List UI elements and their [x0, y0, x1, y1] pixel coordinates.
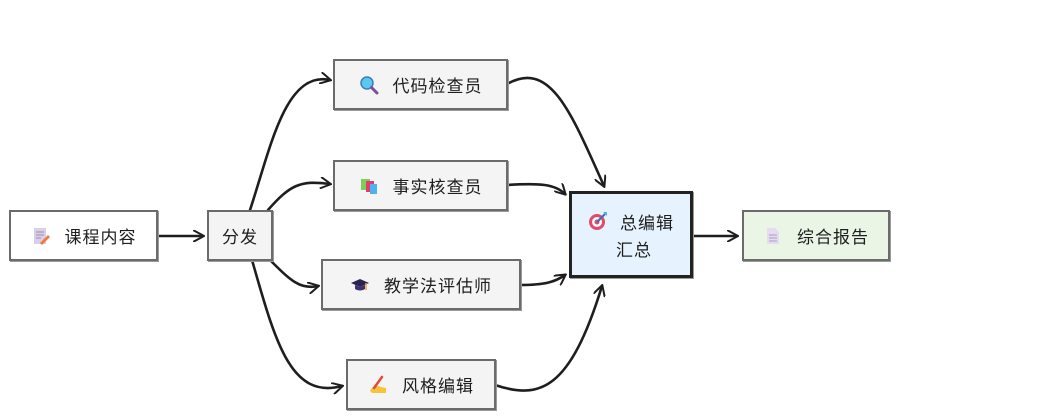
- document-icon: [763, 226, 783, 246]
- edge-style-chief: [493, 286, 602, 392]
- node-style-editor[interactable]: 风格编辑: [346, 359, 496, 410]
- writing-hand-icon: [368, 375, 388, 395]
- edge-code-chief: [505, 76, 604, 186]
- chief-line-1: 总编辑: [588, 209, 674, 234]
- node-pedagogy-evaluator[interactable]: 教学法评估师: [321, 259, 521, 310]
- node-label: 综合报告: [797, 228, 869, 248]
- node-label-line1: 总编辑: [620, 213, 674, 234]
- node-label: 分发: [222, 228, 258, 248]
- node-course-content[interactable]: 课程内容: [9, 210, 158, 261]
- edge-dispatch-pedagogy: [268, 258, 318, 287]
- node-label: 事实核查员: [392, 178, 483, 198]
- magnifier-icon: [359, 75, 379, 95]
- node-combined-report[interactable]: 综合报告: [742, 210, 890, 261]
- memo-icon: [31, 226, 51, 246]
- edge-pedagogy-chief: [518, 275, 565, 287]
- edge-dispatch-fact: [266, 183, 330, 212]
- node-label: 风格编辑: [402, 377, 474, 397]
- node-dispatch[interactable]: 分发: [207, 210, 273, 261]
- books-icon: [359, 176, 379, 196]
- node-code-reviewer[interactable]: 代码检查员: [333, 59, 508, 110]
- node-label: 代码检查员: [392, 77, 483, 97]
- node-fact-checker[interactable]: 事实核查员: [333, 160, 508, 211]
- node-chief-editor[interactable]: 总编辑 汇总: [569, 191, 693, 278]
- edge-fact-chief: [505, 184, 565, 194]
- graduation-cap-icon: [350, 275, 370, 295]
- edge-dispatch-style: [250, 258, 342, 388]
- target-icon: [588, 211, 608, 231]
- node-label-line2: 汇总: [616, 240, 652, 261]
- node-label: 教学法评估师: [384, 277, 492, 297]
- edge-dispatch-code: [248, 79, 330, 212]
- node-label: 课程内容: [64, 228, 137, 248]
